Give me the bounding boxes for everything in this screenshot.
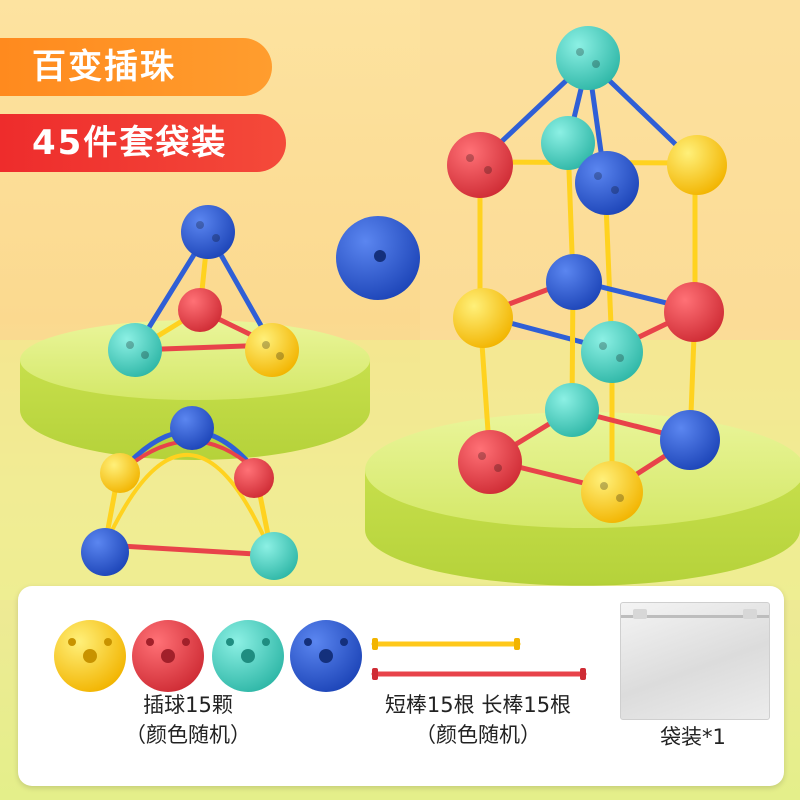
contents-illustration <box>54 620 587 692</box>
short-rod <box>371 638 521 650</box>
ball-red <box>132 620 204 692</box>
rods-count-label: 短棒15根 长棒15根 <box>384 693 572 717</box>
ziplock-bag <box>620 602 770 720</box>
floating-ball <box>336 216 420 300</box>
rods-color-note: （颜色随机） <box>415 723 541 747</box>
title-badge: 百变插珠 <box>0 38 272 96</box>
pyramid-structure <box>108 205 299 377</box>
bag-tab-left <box>633 609 647 619</box>
rods-caption: 短棒15根 长棒15根 （颜色随机） <box>358 690 598 750</box>
bag-zipper <box>621 615 769 618</box>
bag-tab-right <box>743 609 757 619</box>
ball-blue <box>290 620 362 692</box>
contents-panel: 插球15颗 （颜色随机） 短棒15根 长棒15根 （颜色随机） 袋装*1 <box>18 586 784 786</box>
balls-count-label: 插球15颗 <box>143 693 233 717</box>
long-rod <box>371 668 587 680</box>
tower-structure <box>447 26 727 523</box>
subtitle-badge: 45件套袋装 <box>0 114 286 172</box>
balls-color-note: （颜色随机） <box>125 723 251 747</box>
ball-teal <box>212 620 284 692</box>
ball-holes <box>126 48 624 502</box>
balls-caption: 插球15颗 （颜色随机） <box>88 690 288 750</box>
arch-structure <box>81 406 298 580</box>
ball-yellow <box>54 620 126 692</box>
bag-caption: 袋装*1 <box>660 725 726 749</box>
